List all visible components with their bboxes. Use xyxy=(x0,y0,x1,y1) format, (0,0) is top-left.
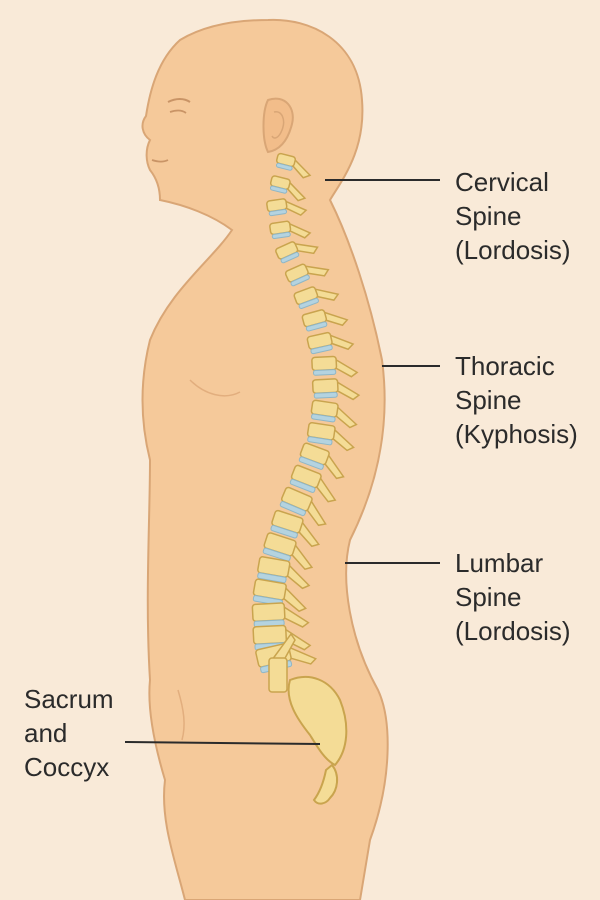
intervertebral-disc xyxy=(313,391,338,399)
intervertebral-disc xyxy=(298,297,319,310)
vertebra xyxy=(301,309,349,332)
label-lumbar-spine: Lumbar Spine (Lordosis) xyxy=(455,546,571,648)
chest-contour xyxy=(189,379,241,397)
label-line: (Lordosis) xyxy=(455,616,571,646)
mouth xyxy=(151,159,169,163)
vertebra xyxy=(293,286,340,310)
label-cervical-spine: Cervical Spine (Lordosis) xyxy=(455,165,571,267)
intervertebral-disc xyxy=(279,501,306,517)
label-line: Thoracic xyxy=(455,351,555,381)
intervertebral-disc xyxy=(275,162,293,171)
intervertebral-disc xyxy=(298,456,324,470)
vertebra xyxy=(310,399,358,429)
label-thoracic-spine: Thoracic Spine (Kyphosis) xyxy=(455,349,578,451)
vertebra xyxy=(262,532,314,571)
intervertebral-disc xyxy=(268,208,288,217)
coccyx xyxy=(312,763,338,805)
intervertebral-disc xyxy=(310,344,333,355)
intervertebral-disc xyxy=(305,321,328,332)
vertebra xyxy=(306,331,355,355)
intervertebral-disc xyxy=(269,185,288,194)
vertebra xyxy=(306,422,355,452)
label-line: Coccyx xyxy=(24,752,110,782)
label-line: Lumbar xyxy=(455,548,544,578)
intervertebral-disc xyxy=(262,547,291,562)
spine xyxy=(251,152,361,693)
eyebrow xyxy=(167,98,191,103)
vertebra xyxy=(269,175,307,202)
vertebral-body xyxy=(311,378,339,395)
intervertebral-disc xyxy=(290,274,310,287)
intervertebral-disc xyxy=(270,524,298,539)
hip-contour xyxy=(177,689,185,741)
label-line: and xyxy=(24,718,68,748)
vertebra xyxy=(275,152,312,179)
label-line: (Kyphosis) xyxy=(455,419,578,449)
vertebra xyxy=(284,263,330,287)
ear xyxy=(262,97,294,154)
vertebral-body xyxy=(251,602,286,623)
sacrum xyxy=(287,675,348,767)
intervertebral-disc xyxy=(312,369,337,376)
label-line: Spine xyxy=(455,582,522,612)
vertebra xyxy=(311,355,359,378)
vertebra xyxy=(289,464,337,503)
label-line: Spine xyxy=(455,385,522,415)
intervertebral-disc xyxy=(280,251,300,264)
vertebra xyxy=(275,241,319,264)
vertebral-body xyxy=(311,355,338,372)
vertebra xyxy=(298,442,345,480)
vertebra xyxy=(257,556,311,590)
intervertebral-disc xyxy=(289,478,316,493)
label-line: Spine xyxy=(455,201,522,231)
intervertebral-disc xyxy=(311,413,336,423)
label-line: Sacrum xyxy=(24,684,114,714)
vertebra xyxy=(252,578,307,613)
ear-inner xyxy=(271,111,285,139)
vertebral-body xyxy=(268,657,288,693)
intervertebral-disc xyxy=(307,436,333,446)
vertebra xyxy=(268,632,296,693)
vertebra xyxy=(266,198,308,217)
eye xyxy=(169,109,187,114)
label-line: (Lordosis) xyxy=(455,235,571,265)
vertebra xyxy=(311,378,361,401)
label-line: Cervical xyxy=(455,167,549,197)
vertebra xyxy=(270,509,320,548)
intervertebral-disc xyxy=(271,231,291,240)
vertebral-body xyxy=(252,624,288,645)
vertebra xyxy=(269,220,312,240)
leader-line-sacrum xyxy=(124,741,321,745)
vertebra xyxy=(279,486,327,527)
label-sacrum-coccyx: Sacrum and Coccyx xyxy=(24,682,114,784)
body-silhouette xyxy=(141,18,389,900)
intervertebral-disc xyxy=(257,572,287,584)
